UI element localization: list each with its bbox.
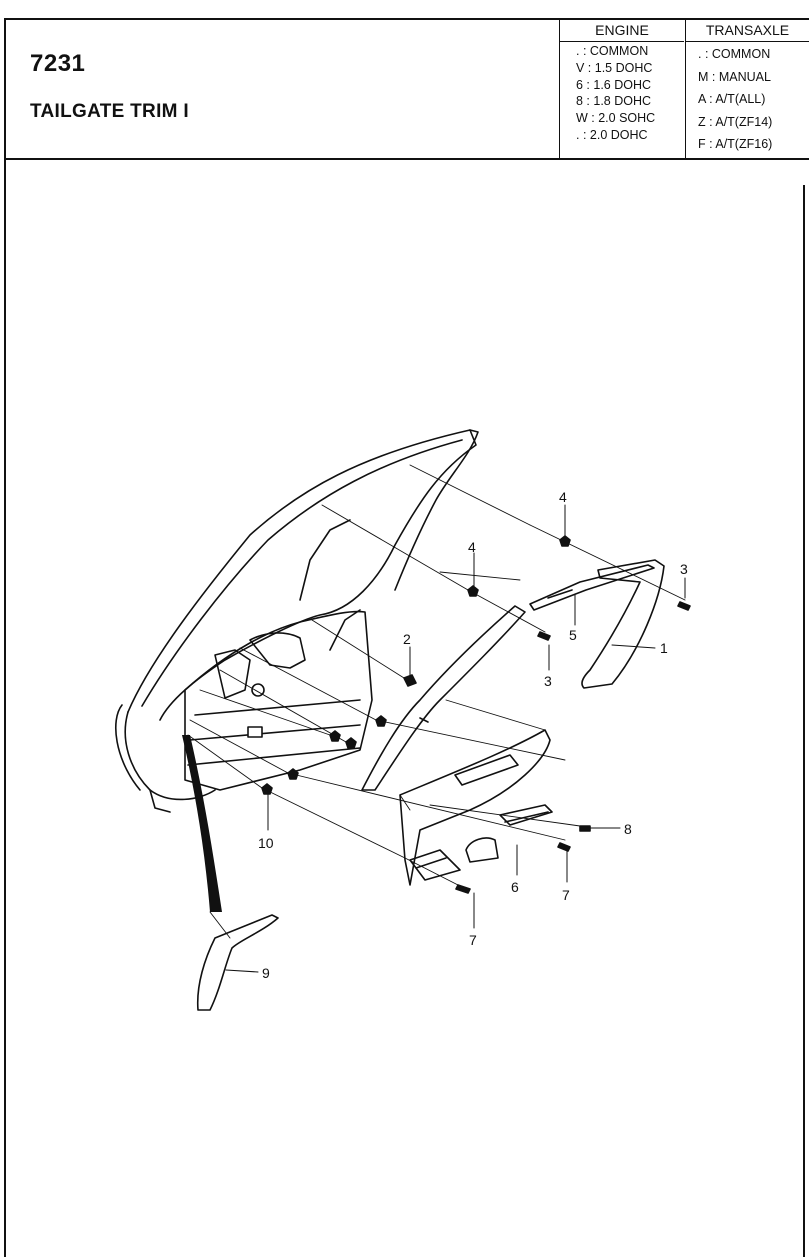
callout-3: 3 (680, 561, 688, 577)
engine-row: W : 2.0 SOHC (576, 111, 656, 126)
transaxle-row: Z : A/T(ZF14) (698, 114, 773, 129)
tailgate-frame (115, 429, 479, 813)
weatherstrip (182, 735, 222, 912)
transaxle-row: A : A/T(ALL) (698, 92, 766, 106)
explode-lines (187, 464, 686, 939)
callout-5: 5 (569, 627, 577, 643)
part-9-side-trim (196, 914, 279, 1011)
part-1-side-trim (581, 559, 665, 689)
callout-7: 7 (562, 887, 570, 903)
callout-8: 8 (624, 821, 632, 837)
transaxle-row: M : MANUAL (698, 69, 771, 84)
callout-2: 2 (403, 631, 411, 647)
engine-row: . : 2.0 DOHC (576, 127, 648, 142)
right-border (803, 185, 805, 1257)
transaxle-table: TRANSAXLE . : COMMON M : MANUAL A : A/T(… (685, 20, 809, 158)
callout-7b: 7 (469, 932, 477, 948)
lower-trim-panel (399, 729, 551, 886)
callout-4b: 4 (468, 539, 476, 555)
engine-row: 8 : 1.8 DOHC (576, 94, 652, 109)
callout-9: 9 (262, 965, 270, 981)
part-5-trim-strip (529, 564, 655, 611)
transaxle-row: . : COMMON (698, 47, 771, 61)
engine-heading: ENGINE (560, 20, 684, 42)
section-code: 7231 (30, 50, 86, 77)
transaxle-heading: TRANSAXLE (686, 20, 809, 42)
callout-3b: 3 (544, 673, 552, 689)
engine-row: . : COMMON (576, 44, 649, 58)
transaxle-row: F : A/T(ZF16) (698, 137, 773, 151)
callout-1: 1 (660, 640, 668, 656)
callout-6: 6 (511, 879, 519, 895)
sheet-frame (4, 18, 809, 1257)
section-title: TAILGATE TRIM I (30, 101, 189, 122)
callout-4: 4 (559, 489, 567, 505)
engine-row: V : 1.5 DOHC (576, 60, 653, 75)
callout-leaders (225, 504, 686, 973)
engine-table: ENGINE . : COMMON V : 1.5 DOHC 6 : 1.6 D… (559, 20, 684, 158)
exploded-view-illustration: 1 2 3 3 4 4 5 6 7 7 8 9 10 (115, 429, 691, 1011)
pillar-trim (361, 605, 526, 791)
callout-numbers: 1 2 3 3 4 4 5 6 7 7 8 9 10 (258, 489, 688, 981)
engine-row: 6 : 1.6 DOHC (576, 77, 652, 92)
header-divider (4, 158, 809, 160)
callout-10: 10 (258, 835, 274, 851)
